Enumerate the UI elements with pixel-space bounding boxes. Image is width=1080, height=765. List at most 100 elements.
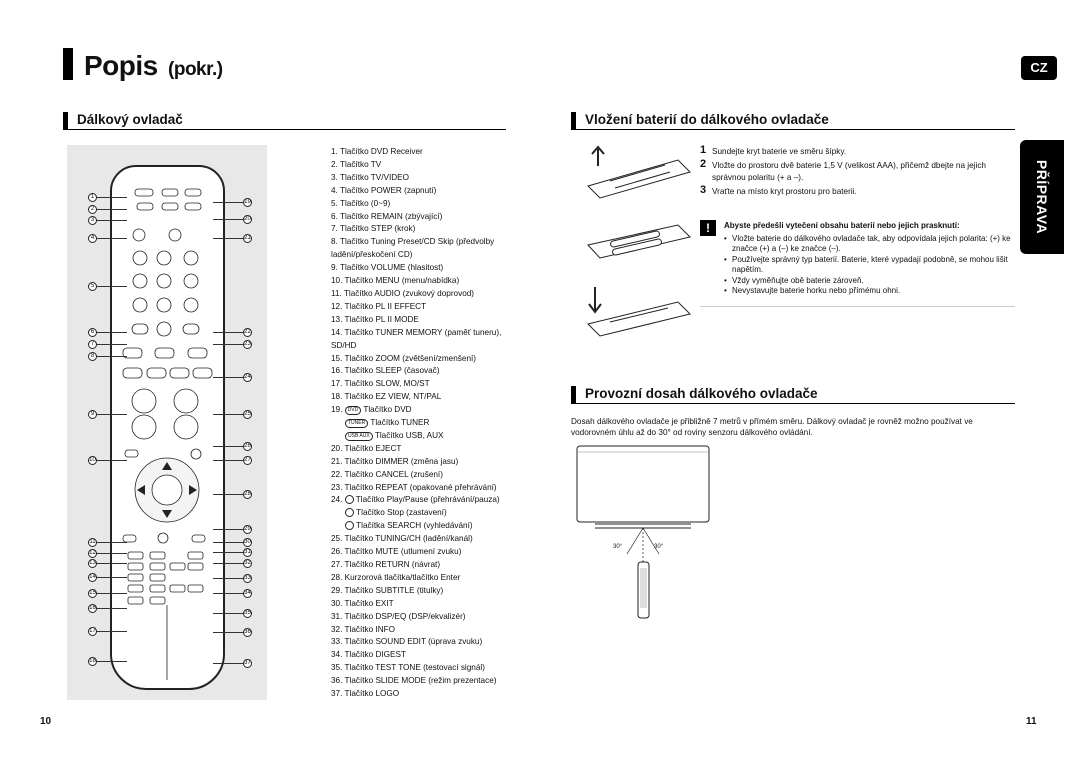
callout-leader-line [213,344,243,345]
button-description-item: 7. Tlačítko STEP (krok) [331,224,416,234]
button-description-item: 29. Tlačítko SUBTITLE (titulky) [331,585,444,595]
button-description-item: 28. Kurzorová tlačítka/tlačítko Enter [331,572,461,582]
callout-leader-line [97,608,127,609]
button-description-item: 12. Tlačítko PL II EFFECT [331,301,427,311]
callout-leader-line [97,197,127,198]
step-text: Sundejte kryt baterie ve směru šípky. [712,147,847,156]
callout-marker: 15 [88,589,97,598]
section-tab: PŘÍPRAVA [1020,140,1064,254]
operating-range-illustration [576,445,710,619]
button-description-item: 30. Tlačítko EXIT [331,598,394,608]
callout-leader-line [213,593,243,594]
callout-marker: 23 [243,340,252,349]
button-description-item: 6. Tlačítko REMAIN (zbývající) [331,211,443,221]
button-description-text: Tlačítko Play/Pause (přehrávání/pauza) [353,495,500,505]
callout-marker: 28 [243,490,252,499]
callout-marker: 36 [243,628,252,637]
control-icon [345,521,354,531]
warning-item: Nevystavujte baterie horku nebo přímému … [724,286,1014,297]
callout-marker: 8 [88,352,97,361]
button-description-item: 13. Tlačítko PL II MODE [331,314,419,324]
callout-marker: 33 [243,574,252,583]
button-description-item: 27. Tlačítko RETURN (návrat) [331,560,441,569]
callout-marker: 6 [88,328,97,337]
button-description-item: 26. Tlačítko MUTE (utlumení zvuku) [331,547,462,557]
button-description-item: 15. Tlačítko ZOOM (zvětšení/zmenšení) [331,353,476,363]
callout-marker: 19 [243,198,252,207]
battery-heading: Vložení baterií do dálkového ovladače [571,112,829,129]
callout-leader-line [213,613,243,614]
remote-buttons-illustration [122,188,213,680]
callout-marker: 24 [243,373,252,382]
step-text: Vraťte na místo kryt prostoru pro bateri… [712,187,857,196]
step-number: 3 [700,184,707,196]
callout-leader-line [97,631,127,632]
callout-marker: 25 [243,410,252,419]
warning-box: Abyste předešli vytečení obsahu baterií … [724,221,1014,297]
button-description-item: 3. Tlačítko TV/VIDEO [331,172,409,182]
control-icon [345,508,354,518]
page-subtitle: (pokr.) [168,59,223,80]
angle-left-label: 30° [613,544,623,550]
remote-heading: Dálkový ovladač [63,112,183,129]
button-description-text: Tlačítko Stop (zastavení) [354,508,447,518]
button-description-item: 25. Tlačítko TUNING/CH (ladění/kanál) [331,534,473,544]
step-number: 2 [700,158,707,170]
callout-leader-line [97,209,127,210]
warning-title: Abyste předešli vytečení obsahu baterií … [724,221,960,230]
callout-marker: 16 [88,604,97,613]
callout-leader-line [97,553,127,554]
button-description-list: 1. Tlačítko DVD Receiver 2. Tlačítko TV 3.… [331,146,511,701]
callout-leader-line [97,414,127,415]
battery-insert-illustration [587,224,691,259]
button-description-item: 31. Tlačítko DSP/EQ (DSP/ekvalizér) [331,611,466,621]
callout-marker: 21 [243,234,252,243]
callout-marker: 12 [88,549,97,558]
callout-marker: 3 [88,216,97,225]
warning-item: Vložte baterie do dálkového ovladače tak… [724,234,1014,255]
callout-marker: 29 [243,525,252,534]
button-description-item: 18. Tlačítko EZ VIEW, NT/PAL [331,392,442,402]
callout-marker: 37 [243,659,252,668]
step-number: 1 [700,144,707,156]
warning-divider [700,306,1015,307]
callout-marker: 17 [88,627,97,636]
button-description-item: 5. Tlačítko (0~9) [331,198,391,208]
button-description-item: 35. Tlačítko TEST TONE (testovací signál… [331,663,485,673]
range-paragraph: Dosah dálkového ovladače je přibližně 7 … [571,417,973,437]
button-description-text: Tlačítko TUNER [368,418,430,428]
button-description-item: 23. Tlačítko REPEAT (opakované přehráván… [331,482,497,492]
callout-leader-line [97,542,127,543]
warning-icon: ! [700,220,716,236]
button-description-item: 2. Tlačítko TV [331,159,382,169]
button-description-item: 9. Tlačítko VOLUME (hlasitost) [331,263,444,273]
callout-marker: 27 [243,456,252,465]
button-description-item: 16. Tlačítko SLEEP (časovač) [331,366,440,376]
callout-marker: 2 [88,205,97,214]
button-description-item: 17. Tlačítko SLOW, MO/ST [331,379,430,389]
callout-marker: 9 [88,410,97,419]
button-description-item: 1. Tlačítko DVD Receiver [331,147,423,156]
title-accent-bar [63,48,73,80]
callout-leader-line [213,414,243,415]
callout-leader-line [213,542,243,543]
callout-leader-line [213,377,243,378]
callout-marker: 7 [88,340,97,349]
range-heading: Provozní dosah dálkového ovladače [571,386,818,403]
callout-leader-line [213,446,243,447]
button-tag: TUNER [345,419,369,429]
button-description-text: Tlačítka SEARCH (vyhledávání) [354,521,473,531]
callout-marker: 18 [88,657,97,666]
callout-marker: 26 [243,442,252,451]
step-text: Vložte do prostoru dvě baterie 1,5 V (ve… [712,161,986,182]
battery-cover-open-illustration [587,145,691,199]
language-badge: CZ [1021,56,1057,80]
callout-leader-line [97,220,127,221]
callout-leader-line [213,219,243,220]
callout-leader-line [97,286,127,287]
callout-marker: 30 [243,538,252,547]
callout-leader-line [213,529,243,530]
button-description-text: Tlačítko DVD [361,405,412,415]
